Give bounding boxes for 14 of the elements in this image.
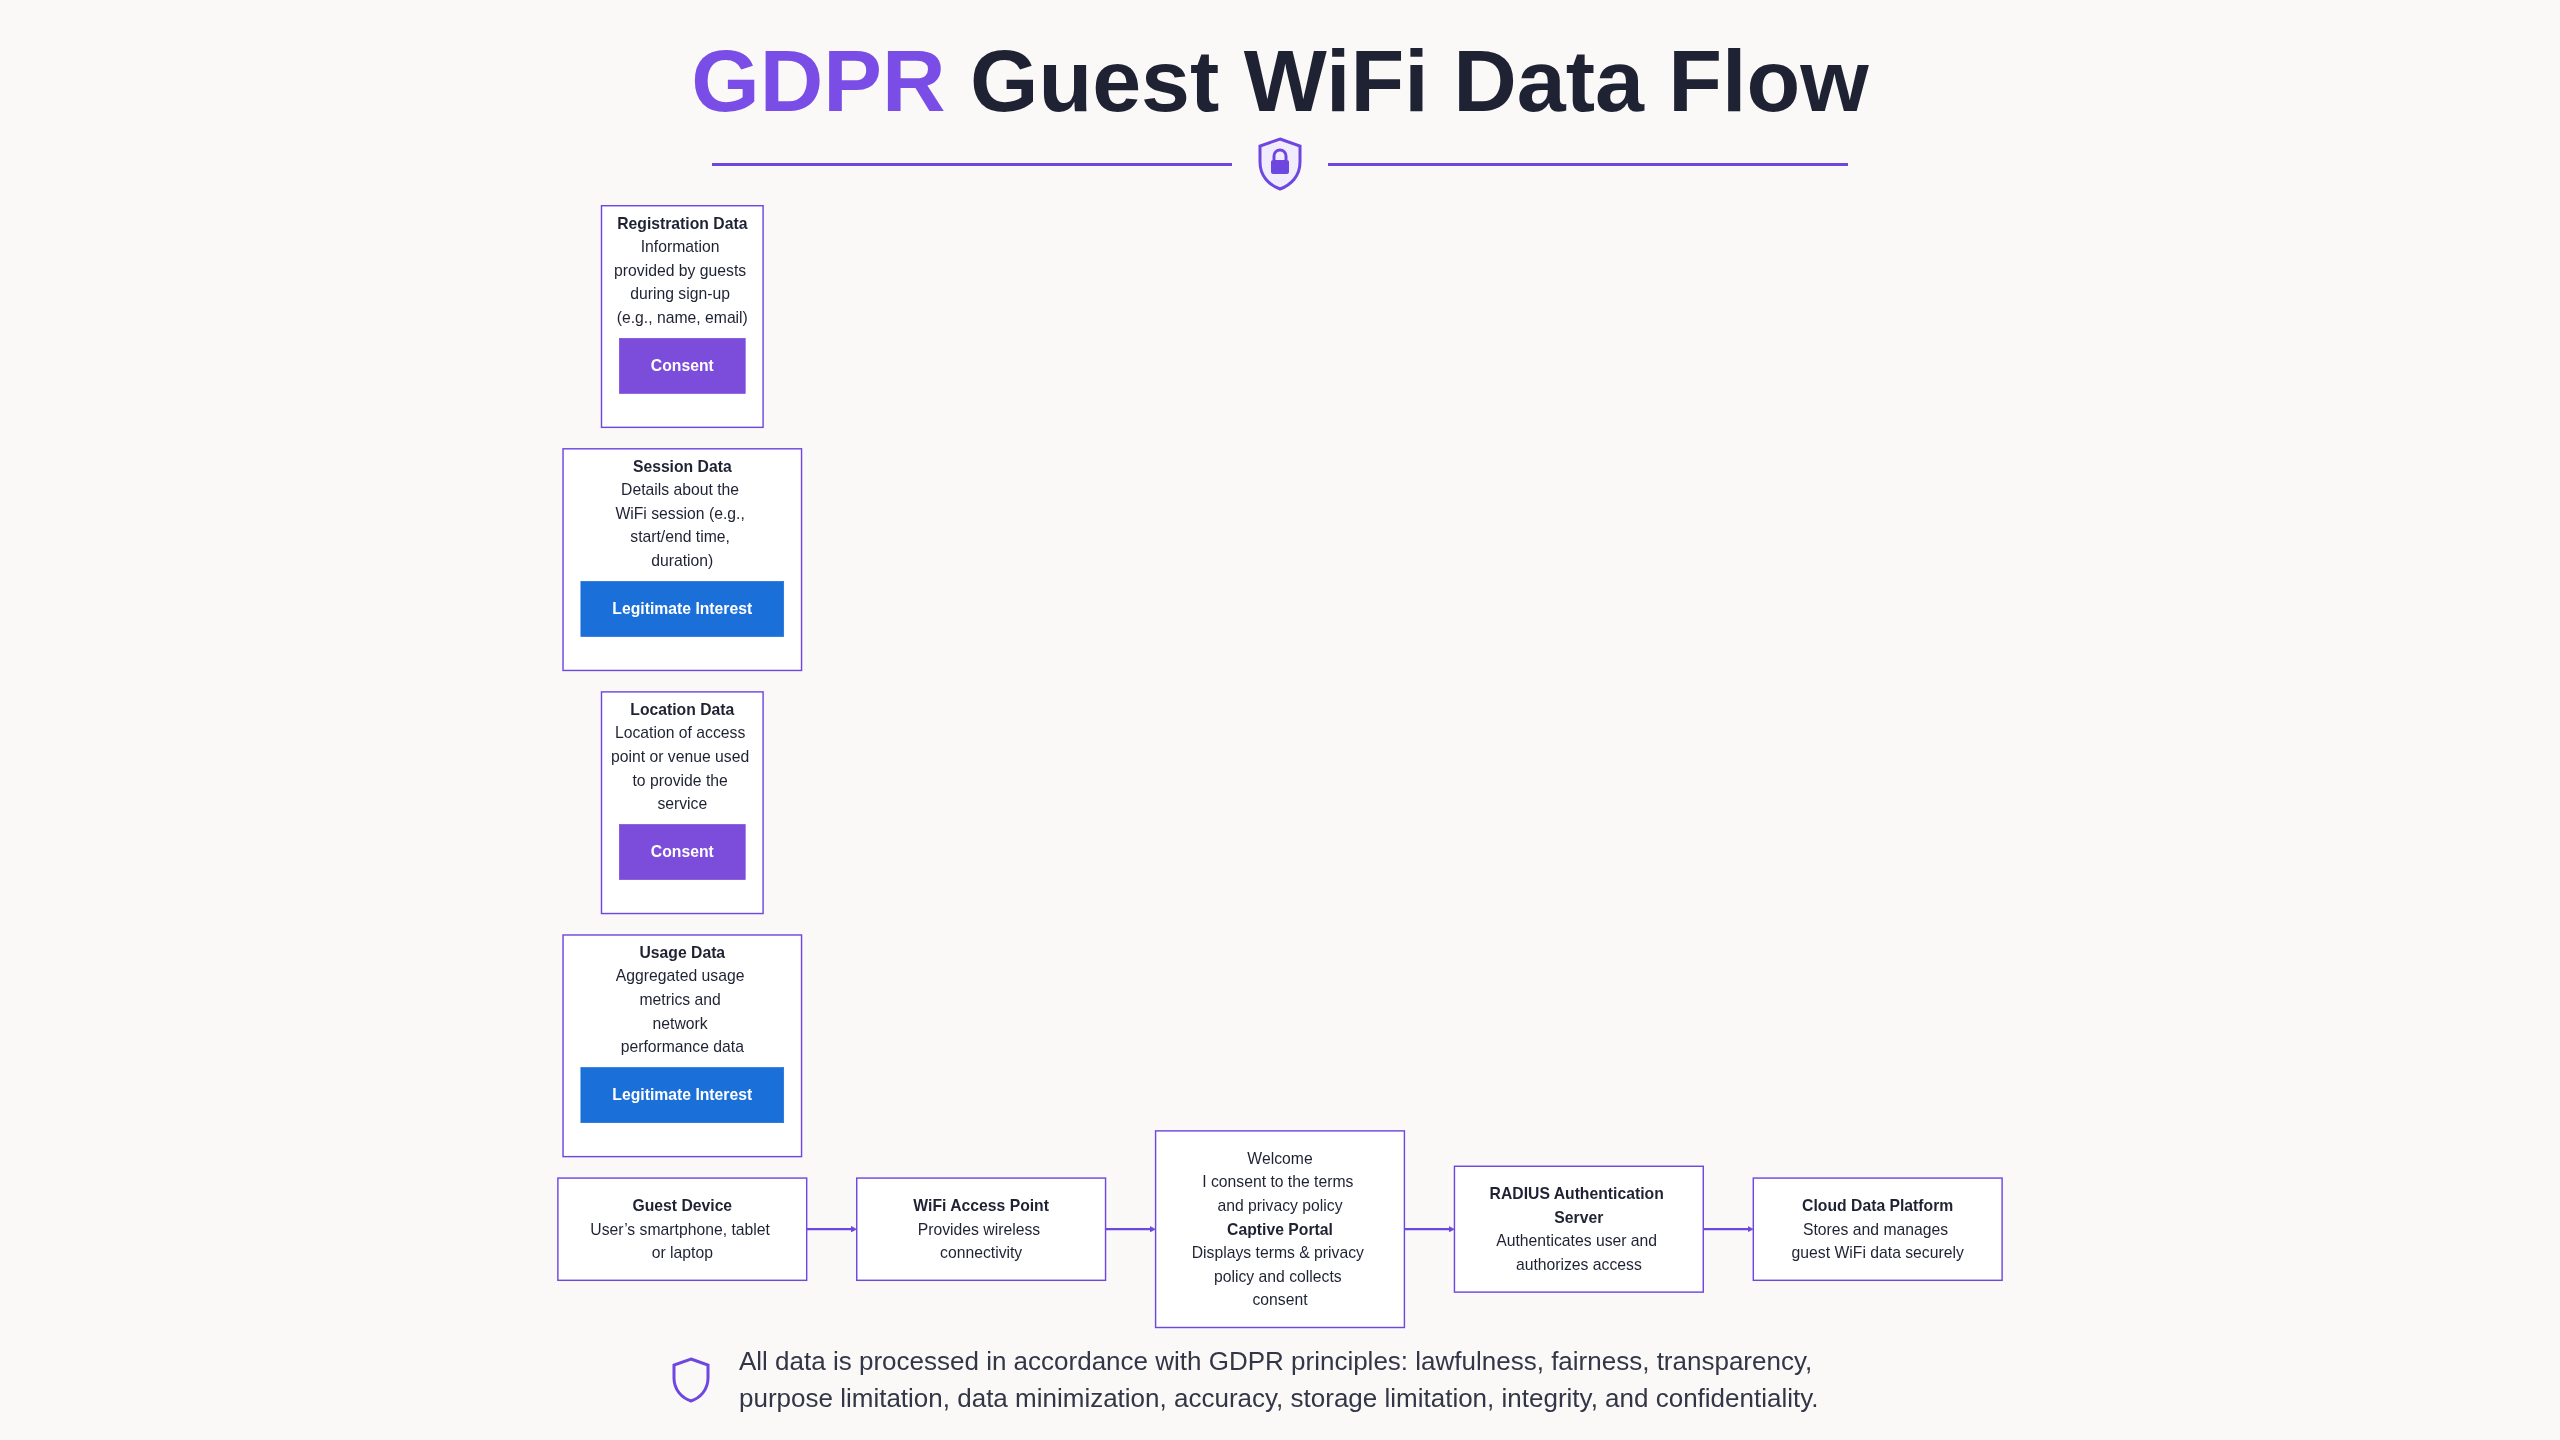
caption: All data is processed in accordance with GDPR principles: lawfulness, fairness, transparency, purpose limitation, data minimization, accuracy, storage limitation, integrity, and confidentiality. <box>739 1345 1820 1415</box>
node-box: Legitimate Interest <box>580 581 785 637</box>
arrow <box>1404 1226 1455 1233</box>
node-box: Consent <box>619 824 746 880</box>
node-box: Consent <box>619 338 746 394</box>
arrow <box>1703 1226 1754 1233</box>
node-box: Legitimate Interest <box>580 1067 785 1123</box>
title: GDPR Guest WiFi Data Flow <box>691 30 1869 132</box>
arrow <box>1105 1226 1156 1233</box>
node-box: Cloud Data Platform Stores and manages guest WiFi data securely <box>1752 1177 2003 1282</box>
node-box: Guest Device User’s smartphone, tablet or laptop <box>557 1177 808 1282</box>
node-box: Welcome I consent to the terms and privacy policy Captive Portal Displays terms & privacy policy and collects consent <box>1154 1130 1406 1329</box>
node-box: RADIUS Authentication Server Authenticates user and authorizes access <box>1453 1165 1704 1293</box>
node-box: WiFi Access Point Provides wireless connectivity <box>856 1177 1107 1282</box>
